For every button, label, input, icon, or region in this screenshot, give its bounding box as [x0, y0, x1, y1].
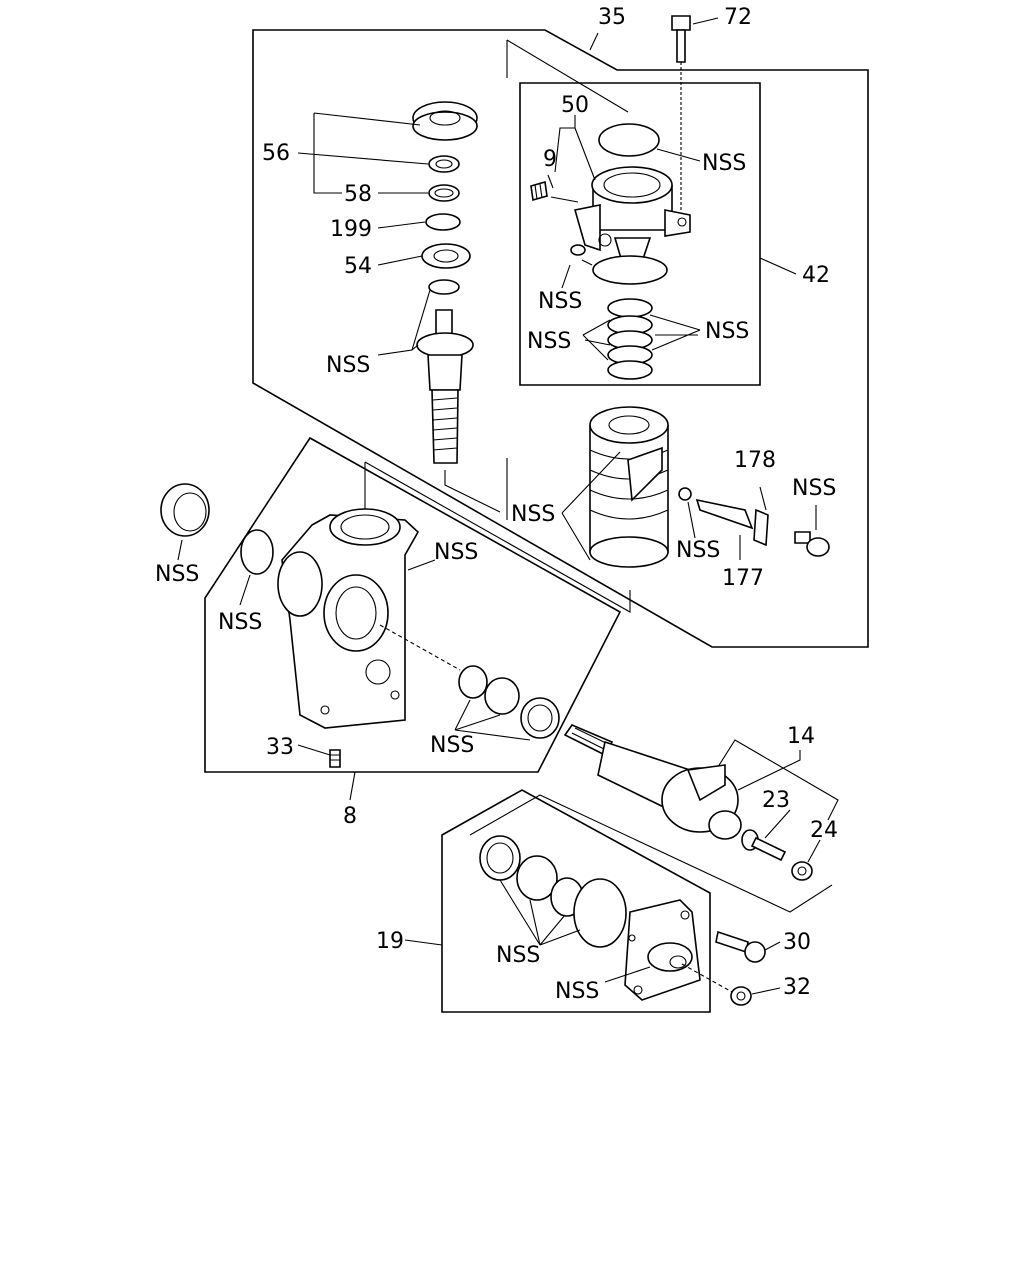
bearing-54	[421, 243, 471, 269]
o-ring-top	[428, 279, 460, 295]
callout-50: 50	[561, 93, 589, 118]
nss-label-worm: NSS	[326, 353, 370, 378]
o-ring-small	[570, 244, 586, 256]
bolt-72	[671, 15, 691, 212]
callout-58: 58	[344, 182, 372, 207]
seal-rings-stack	[607, 298, 653, 380]
cover-seal-1	[516, 855, 558, 901]
nss-label-o-ring: NSS	[538, 289, 582, 314]
ball-guide-177	[695, 498, 754, 530]
nss-label-clamp-screw: NSS	[792, 476, 836, 501]
cover-o-ring	[573, 878, 627, 948]
nss-label-housing: NSS	[434, 540, 478, 565]
nss-label-cover-seals: NSS	[496, 943, 540, 968]
callout-32: 32	[783, 975, 811, 1000]
plug-33	[329, 749, 341, 768]
side-cover	[624, 899, 701, 1001]
callout-54: 54	[344, 254, 372, 279]
leader-lines	[177, 17, 821, 995]
group-35-outline	[252, 29, 869, 648]
nss-label-oil-seal: NSS	[155, 562, 199, 587]
nss-label-ball: NSS	[676, 538, 720, 563]
group-8-outline	[204, 436, 622, 773]
sector-shaft	[563, 724, 742, 840]
callout-35: 35	[598, 5, 626, 30]
housing-bearings	[458, 665, 560, 739]
seal-56	[428, 155, 460, 173]
callout-42: 42	[802, 263, 830, 288]
nss-label-rings-right: NSS	[705, 319, 749, 344]
housing-seal-ring	[240, 529, 274, 575]
clamp-screw-nss	[794, 531, 830, 557]
callout-9: 9	[543, 147, 557, 172]
nss-label-seal-ring: NSS	[218, 610, 262, 635]
ring-199	[425, 213, 461, 231]
adjust-screw-23	[741, 829, 787, 862]
nut-32	[730, 986, 752, 1006]
rack-piston	[589, 406, 669, 553]
group-19-outline	[441, 789, 711, 1013]
callout-23: 23	[762, 788, 790, 813]
callout-33: 33	[266, 735, 294, 760]
callout-8: 8	[343, 804, 357, 829]
needle-bearing	[479, 835, 521, 881]
clamp-178	[753, 508, 769, 547]
lock-nut-24	[791, 861, 813, 881]
nss-label-bearings: NSS	[430, 733, 474, 758]
nss-label-valve-top: NSS	[702, 151, 746, 176]
oil-seal-nss	[160, 483, 210, 537]
nss-label-rings-left: NSS	[527, 329, 571, 354]
worm-shaft	[416, 309, 474, 464]
valve-housing-50	[573, 166, 691, 263]
gear-housing	[277, 508, 420, 729]
seal-ring-lower	[592, 255, 668, 285]
callout-24: 24	[810, 818, 838, 843]
rack-ball-nss	[678, 487, 692, 501]
group-42-outline	[519, 82, 761, 386]
callout-30: 30	[783, 930, 811, 955]
adjuster-plug	[412, 101, 478, 141]
callout-56: 56	[262, 141, 290, 166]
nss-label-piston: NSS	[511, 502, 555, 527]
callout-199: 199	[330, 217, 372, 242]
callout-14: 14	[787, 724, 815, 749]
plug-9	[530, 180, 548, 202]
callout-19: 19	[376, 929, 404, 954]
callout-72: 72	[724, 5, 752, 30]
callout-177: 177	[722, 566, 764, 591]
bolt-30	[715, 930, 766, 963]
callout-178: 178	[734, 448, 776, 473]
piston-ring	[589, 536, 669, 568]
seal-58	[428, 184, 460, 202]
seal-ring-nss-top	[598, 123, 660, 157]
nss-label-side-cover: NSS	[555, 979, 599, 1004]
